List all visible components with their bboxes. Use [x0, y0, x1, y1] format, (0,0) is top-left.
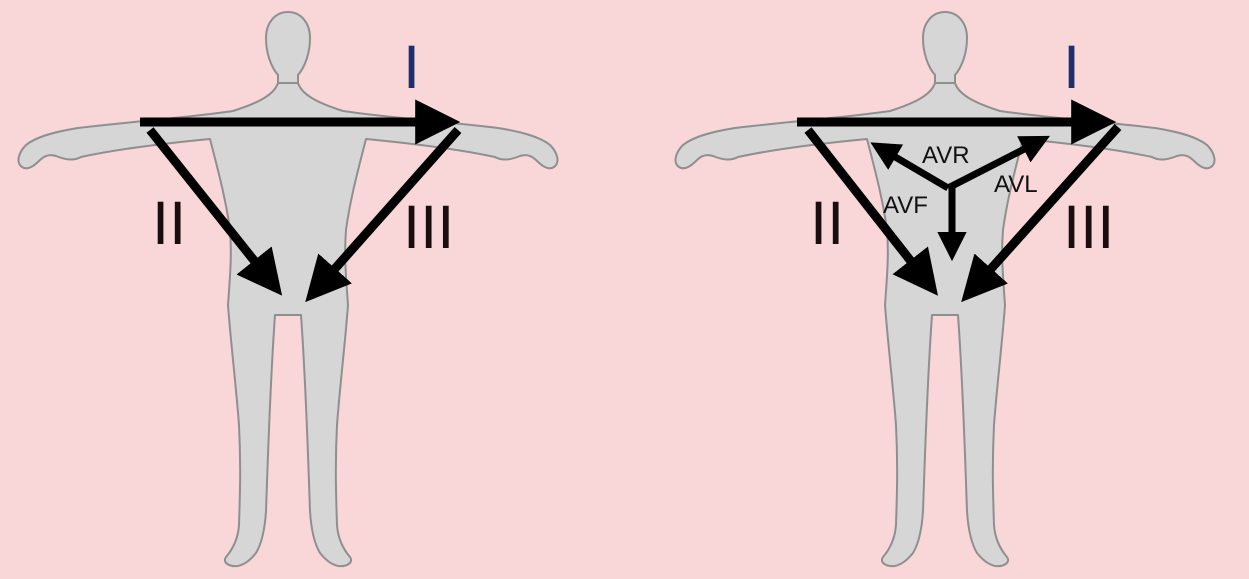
left-lead-1-label: I [403, 34, 420, 102]
left-lead-3-arrow [305, 127, 462, 303]
right-lead-2-arrow [804, 127, 938, 296]
right-body-silhouette [674, 11, 1216, 568]
right-figure: AVR AVL AVF I II III [674, 11, 1216, 568]
right-lead-3-label: III [1063, 194, 1114, 262]
right-avl-arrow [946, 135, 1050, 192]
left-body-silhouette [17, 11, 559, 568]
left-lead-2-arrow [146, 127, 283, 296]
left-lead-3-label: III [403, 194, 454, 262]
right-avr-arrow [870, 142, 950, 192]
right-lead-3-arrow [961, 123, 1122, 303]
right-lead-1-label: I [1063, 34, 1080, 102]
right-lead-2-label: II [810, 190, 844, 258]
left-lead-2-label: II [152, 190, 186, 258]
right-avf-label: AVF [883, 192, 928, 219]
left-figure: I II III [17, 11, 559, 568]
right-avl-label: AVL [994, 171, 1038, 198]
right-avr-label: AVR [922, 142, 970, 169]
